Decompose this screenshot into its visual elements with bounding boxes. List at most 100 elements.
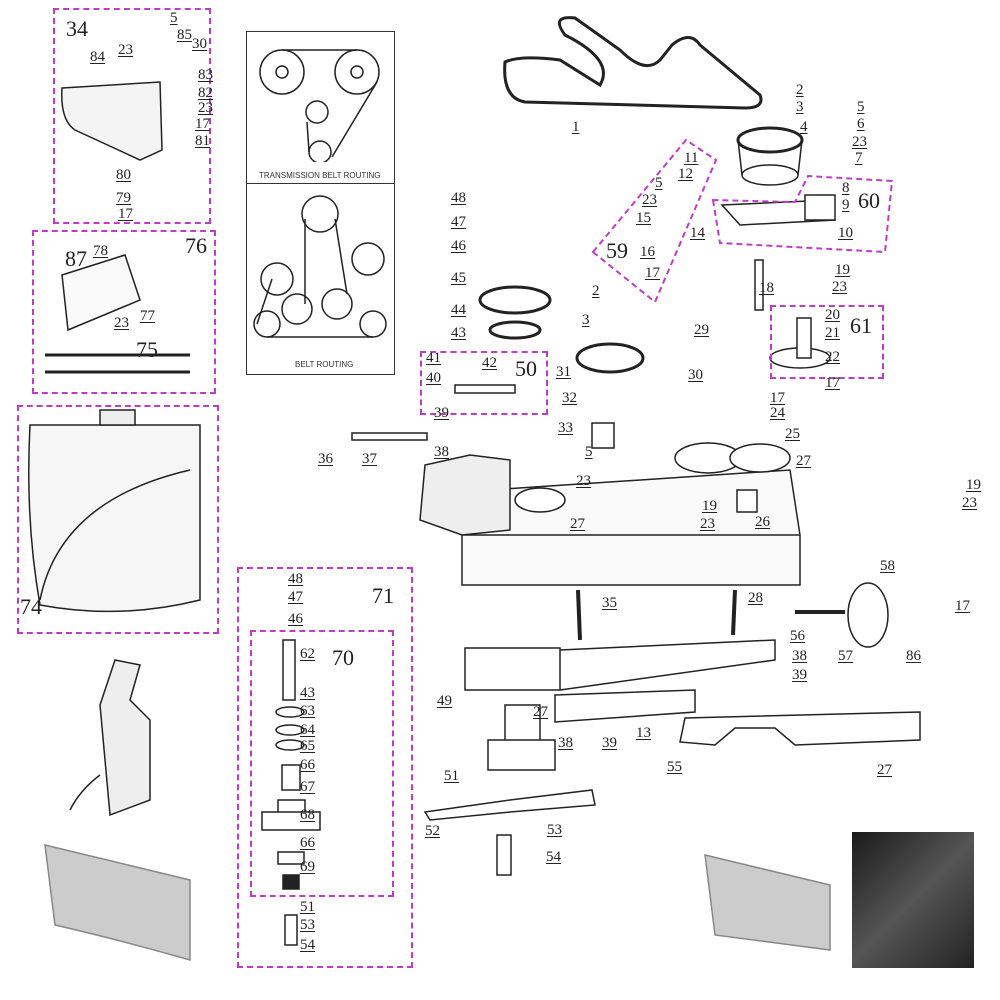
callout-label: 21 [825, 325, 840, 341]
belt-routing-diagram [253, 195, 387, 338]
callout-label: 23 [832, 279, 847, 295]
callout-label: 53 [300, 917, 315, 933]
callout-label: 36 [318, 451, 333, 467]
callout-box-61 [770, 305, 884, 379]
callout-label: 76 [185, 233, 207, 258]
callout-box-50 [420, 351, 548, 415]
callout-label: 22 [825, 349, 840, 365]
callout-label: 5 [655, 175, 663, 191]
callout-label: 81 [195, 133, 210, 149]
callout-label: 58 [880, 558, 895, 574]
callout-label: 9 [842, 197, 850, 213]
callout-label: 78 [93, 243, 108, 259]
callout-label: 38 [558, 735, 573, 751]
callout-label: 11 [684, 150, 699, 166]
callout-box-74 [17, 405, 219, 634]
transmission-belt-caption: TRANSMISSION BELT ROUTING [259, 171, 381, 180]
callout-label: 46 [451, 238, 466, 254]
callout-box-34 [53, 8, 211, 224]
callout-label: 23 [118, 42, 133, 58]
callout-label: 23 [114, 315, 129, 331]
callout-label: 2 [592, 283, 600, 299]
callout-label: 19 [835, 262, 850, 278]
callout-label: 65 [300, 738, 315, 754]
callout-label: 2 [796, 82, 804, 98]
pulley-31 [575, 342, 645, 374]
pulley-44 [478, 285, 552, 315]
discharge-chute [61, 81, 163, 161]
callout-label: 70 [332, 645, 354, 670]
callout-label: 84 [90, 49, 105, 65]
callout-label: 77 [140, 308, 155, 324]
callout-box-71 [237, 567, 413, 968]
callout-label: 66 [300, 757, 315, 773]
rail-13 [554, 689, 696, 723]
callout-label: 66 [300, 835, 315, 851]
callout-label: 3 [582, 312, 590, 328]
callout-label: 23 [962, 495, 977, 511]
callout-label: 54 [546, 849, 561, 865]
callout-label: 82 [198, 85, 213, 101]
callout-label: 1 [572, 119, 580, 135]
callout-label: 23 [700, 516, 715, 532]
callout-label: 87 [65, 246, 87, 271]
callout-label: 50 [515, 356, 537, 381]
callout-label: 23 [576, 473, 591, 489]
callout-label: 49 [437, 693, 452, 709]
callout-label: 67 [300, 779, 315, 795]
belt-routing-panel: BELT ROUTING [246, 183, 395, 375]
callout-label: 41 [426, 350, 441, 366]
baffle-55 [679, 711, 921, 746]
callout-label: 61 [850, 313, 872, 338]
blade-52 [423, 789, 596, 821]
callout-box-76 [32, 230, 216, 394]
callout-label: 64 [300, 722, 315, 738]
callout-label: 35 [602, 595, 617, 611]
callout-label: 56 [790, 628, 805, 644]
grass-catcher [28, 424, 201, 613]
transmission-belt-diagram [259, 49, 380, 164]
mulch-plate [61, 254, 141, 332]
callout-label: 75 [136, 337, 158, 362]
callout-label: 47 [451, 214, 466, 230]
callout-label: 39 [602, 735, 617, 751]
callout-label: 33 [558, 420, 573, 436]
callout-label: 39 [434, 405, 449, 421]
callout-label: 63 [300, 703, 315, 719]
callout-label: 85 [177, 27, 192, 43]
callout-label: 60 [858, 188, 880, 213]
callout-label: 17 [770, 390, 785, 406]
callout-label: 51 [444, 768, 459, 784]
callout-label: 25 [785, 426, 800, 442]
callout-label: 20 [825, 307, 840, 323]
callout-label: 38 [792, 648, 807, 664]
callout-label: 24 [770, 405, 785, 421]
callout-label: 23 [642, 192, 657, 208]
callout-label: 5 [585, 444, 593, 460]
callout-label: 17 [645, 265, 660, 281]
callout-label: 18 [759, 280, 774, 296]
callout-label: 34 [66, 16, 88, 41]
callout-label: 31 [556, 364, 571, 380]
callout-label: 4 [800, 119, 808, 135]
callout-label: 32 [562, 390, 577, 406]
callout-label: 44 [451, 302, 466, 318]
callout-label: 37 [362, 451, 377, 467]
callout-label: 19 [966, 477, 981, 493]
deck-bracket [419, 454, 511, 536]
callout-label: 43 [300, 685, 315, 701]
callout-label: 14 [690, 225, 705, 241]
callout-label: 74 [20, 594, 42, 619]
belt-routing-caption: BELT ROUTING [295, 360, 354, 369]
callout-label: 40 [426, 370, 441, 386]
callout-label: 17 [195, 116, 210, 132]
callout-label: 57 [838, 648, 853, 664]
spindle-housing [487, 704, 556, 771]
transmission-belt-routing-panel: TRANSMISSION BELT ROUTING [246, 31, 395, 185]
callout-label: 51 [300, 899, 315, 915]
callout-label: 79 [116, 190, 131, 206]
callout-label: 48 [451, 190, 466, 206]
